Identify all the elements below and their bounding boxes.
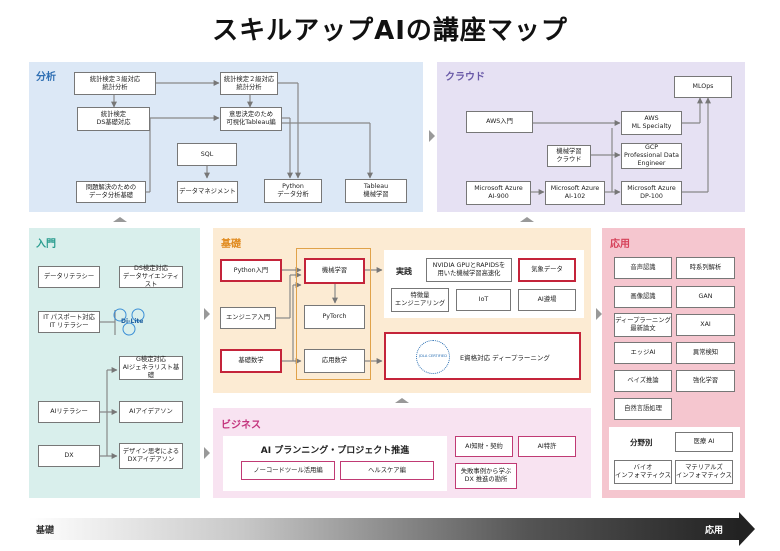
field-label: 分野別 xyxy=(630,438,653,447)
speech-recognition-course[interactable]: 音声認識 xyxy=(614,257,672,279)
weather-data-course[interactable]: 気象データ xyxy=(518,258,576,282)
healthcare-course[interactable]: ヘルスケア編 xyxy=(340,461,434,480)
image-recognition-course[interactable]: 画像認識 xyxy=(614,286,672,308)
ai-planning-title: AI プランニング・プロジェクト推進 xyxy=(260,446,410,456)
azure-ai102-course[interactable]: Microsoft Azure AI-102 xyxy=(545,181,605,205)
data-management-course[interactable]: データマネジメント xyxy=(177,181,238,203)
xai-course[interactable]: XAI xyxy=(676,314,735,336)
medical-ai-course[interactable]: 医療 AI xyxy=(675,432,733,452)
ml-course[interactable]: 機械学習 xyxy=(304,258,365,284)
tableau-ml-course[interactable]: Tableau 機械学習 xyxy=(345,179,407,203)
cloud-title: クラウド xyxy=(445,72,485,83)
intro-title: 入門 xyxy=(36,239,56,250)
decision-tableau-course[interactable]: 意思決定のため 可視化Tableau編 xyxy=(220,107,282,131)
stat2-course[interactable]: 統計検定２級対応 統計分析 xyxy=(220,72,278,95)
di-lite-badge: Di-Lite xyxy=(112,307,146,337)
it-passport-course[interactable]: IT パスポート対応 IT リテラシー xyxy=(38,311,100,333)
rl-course[interactable]: 強化学習 xyxy=(676,370,735,392)
dx-course[interactable]: DX xyxy=(38,445,100,467)
dx-failure-course[interactable]: 失敗事例から学ぶ DX 推進の勘所 xyxy=(455,463,517,489)
design-dx-course[interactable]: デザイン思考による DXアイデアソン xyxy=(119,443,183,469)
progress-arrow-head xyxy=(739,512,755,546)
mlops-course[interactable]: MLOps xyxy=(674,76,732,98)
aws-intro-course[interactable]: AWS入門 xyxy=(466,111,533,133)
di-lite-label: Di-Lite xyxy=(121,318,144,325)
nlp-course[interactable]: 自然言語処理 xyxy=(614,398,672,420)
di-lite-icon xyxy=(113,308,145,336)
aws-ml-specialty-course[interactable]: AWS ML Specialty xyxy=(621,111,682,135)
basic-title: 基礎 xyxy=(221,239,241,250)
ai-ip-contract-course[interactable]: AI知財・契約 xyxy=(455,436,513,457)
azure-ai900-course[interactable]: Microsoft Azure AI-900 xyxy=(466,181,531,205)
problem-solving-course[interactable]: 問題解決のための データ分析基礎 xyxy=(76,181,146,203)
azure-dp100-course[interactable]: Microsoft Azure DP-100 xyxy=(621,181,682,205)
nocode-course[interactable]: ノーコードツール活用編 xyxy=(241,461,335,480)
gcp-data-engineer-course[interactable]: GCP Professional Data Engineer xyxy=(621,143,682,169)
bayes-course[interactable]: ベイズ推論 xyxy=(614,370,672,392)
anomaly-detection-course[interactable]: 異常検知 xyxy=(676,342,735,364)
ai-ideathon-course[interactable]: AIアイデアソン xyxy=(119,401,183,423)
timeseries-course[interactable]: 時系列解析 xyxy=(676,257,735,279)
ai-law-course[interactable]: AI遵場 xyxy=(518,289,576,311)
analysis-title: 分析 xyxy=(36,72,56,83)
practice-label: 実践 xyxy=(396,267,412,276)
gan-course[interactable]: GAN xyxy=(676,286,735,308)
feature-engineering-course[interactable]: 特徴量 エンジニアリング xyxy=(391,288,449,312)
ds-assessment-course[interactable]: DS検定対応 データサイエンティスト xyxy=(119,265,183,288)
stat3-course[interactable]: 統計検定３級対応 統計分析 xyxy=(74,72,156,95)
e-exam-course[interactable]: JDLA CERTIFIED E資格対応 ディープラーニング xyxy=(384,332,581,380)
iot-course[interactable]: IoT xyxy=(456,289,511,311)
ai-patent-course[interactable]: AI特許 xyxy=(518,436,576,457)
edge-ai-course[interactable]: エッジAI xyxy=(614,342,672,364)
python-intro-course[interactable]: Python入門 xyxy=(220,259,282,282)
e-exam-label: E資格対応 ディープラーニング xyxy=(460,354,550,362)
applied-title: 応用 xyxy=(610,239,630,250)
page-title: スキルアップAIの講座マップ xyxy=(212,16,568,46)
python-data-analysis-course[interactable]: Python データ分析 xyxy=(264,179,322,203)
footer-right-label: 応用 xyxy=(705,526,724,536)
materials-informatics-course[interactable]: マテリアルズ インフォマティクス xyxy=(675,460,733,484)
pytorch-course[interactable]: PyTorch xyxy=(304,305,365,329)
jdla-badge-label: JDLA CERTIFIED xyxy=(419,354,447,359)
dl-papers-course[interactable]: ディープラーニング 最新論文 xyxy=(614,313,672,337)
sql-course[interactable]: SQL xyxy=(177,143,237,166)
ai-literacy-course[interactable]: AIリテラシー xyxy=(38,401,100,423)
data-literacy-course[interactable]: データリテラシー xyxy=(38,266,100,288)
progress-arrow xyxy=(29,518,739,540)
basic-math-course[interactable]: 基礎数学 xyxy=(220,349,282,373)
nvidia-rapids-course[interactable]: NVIDIA GPUとRAPIDSを 用いた機械学習高速化 xyxy=(426,258,512,282)
ml-group-frame xyxy=(296,248,371,380)
footer-left-label: 基礎 xyxy=(36,526,55,536)
bioinformatics-course[interactable]: バイオ インフォマティクス xyxy=(614,460,672,484)
stat-ds-course[interactable]: 統計検定 DS基礎対応 xyxy=(77,107,150,131)
ml-cloud-course[interactable]: 機械学習 クラウド xyxy=(547,145,591,167)
applied-math-course[interactable]: 応用数学 xyxy=(304,349,365,373)
g-exam-course[interactable]: G検定対応 AIジェネラリスト基礎 xyxy=(119,356,183,380)
engineer-intro-course[interactable]: エンジニア入門 xyxy=(220,307,276,329)
business-title: ビジネス xyxy=(221,420,261,431)
jdla-badge: JDLA CERTIFIED xyxy=(416,340,450,374)
